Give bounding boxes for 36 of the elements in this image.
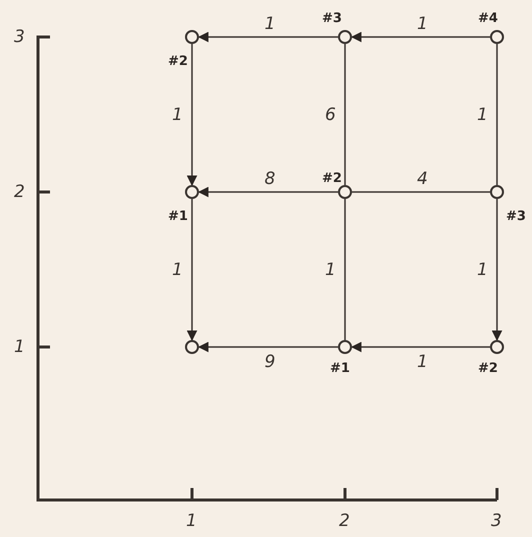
axis-tick-label: 1 (186, 512, 197, 530)
arrow (198, 32, 338, 42)
edge-line (496, 44, 498, 185)
node-label: #1 (330, 362, 350, 376)
node-label: #3 (506, 210, 526, 224)
node-label: #2 (478, 362, 498, 376)
node-circle (338, 185, 352, 199)
arrow (186, 44, 198, 186)
edge-line (344, 199, 346, 340)
node-label: #2 (322, 172, 342, 186)
node-label: #2 (168, 55, 188, 69)
axis-tick-label: 1 (14, 338, 25, 356)
node-circle (338, 30, 352, 44)
arrow (186, 199, 198, 342)
arrow (492, 199, 502, 342)
axis-tick-label: 2 (14, 183, 25, 201)
node-circle (185, 30, 199, 44)
edge-label: 6 (323, 106, 338, 124)
node-circle (490, 185, 504, 199)
arrow (198, 342, 338, 352)
node-label: #3 (322, 12, 342, 26)
arrow (350, 32, 490, 42)
axis-tick-label: 3 (14, 28, 25, 46)
node-label: #1 (168, 210, 188, 224)
node-label: #4 (478, 12, 498, 26)
arrow (198, 186, 338, 198)
edge-line (344, 44, 346, 185)
arrow (350, 342, 490, 352)
node-circle (338, 340, 352, 354)
axis-tick-label: 3 (491, 512, 502, 530)
edge-line (352, 191, 490, 193)
node-circle (490, 30, 504, 44)
node-circle (185, 340, 199, 354)
node-circle (490, 340, 504, 354)
node-circle (185, 185, 199, 199)
axis-tick-label: 2 (339, 512, 350, 530)
